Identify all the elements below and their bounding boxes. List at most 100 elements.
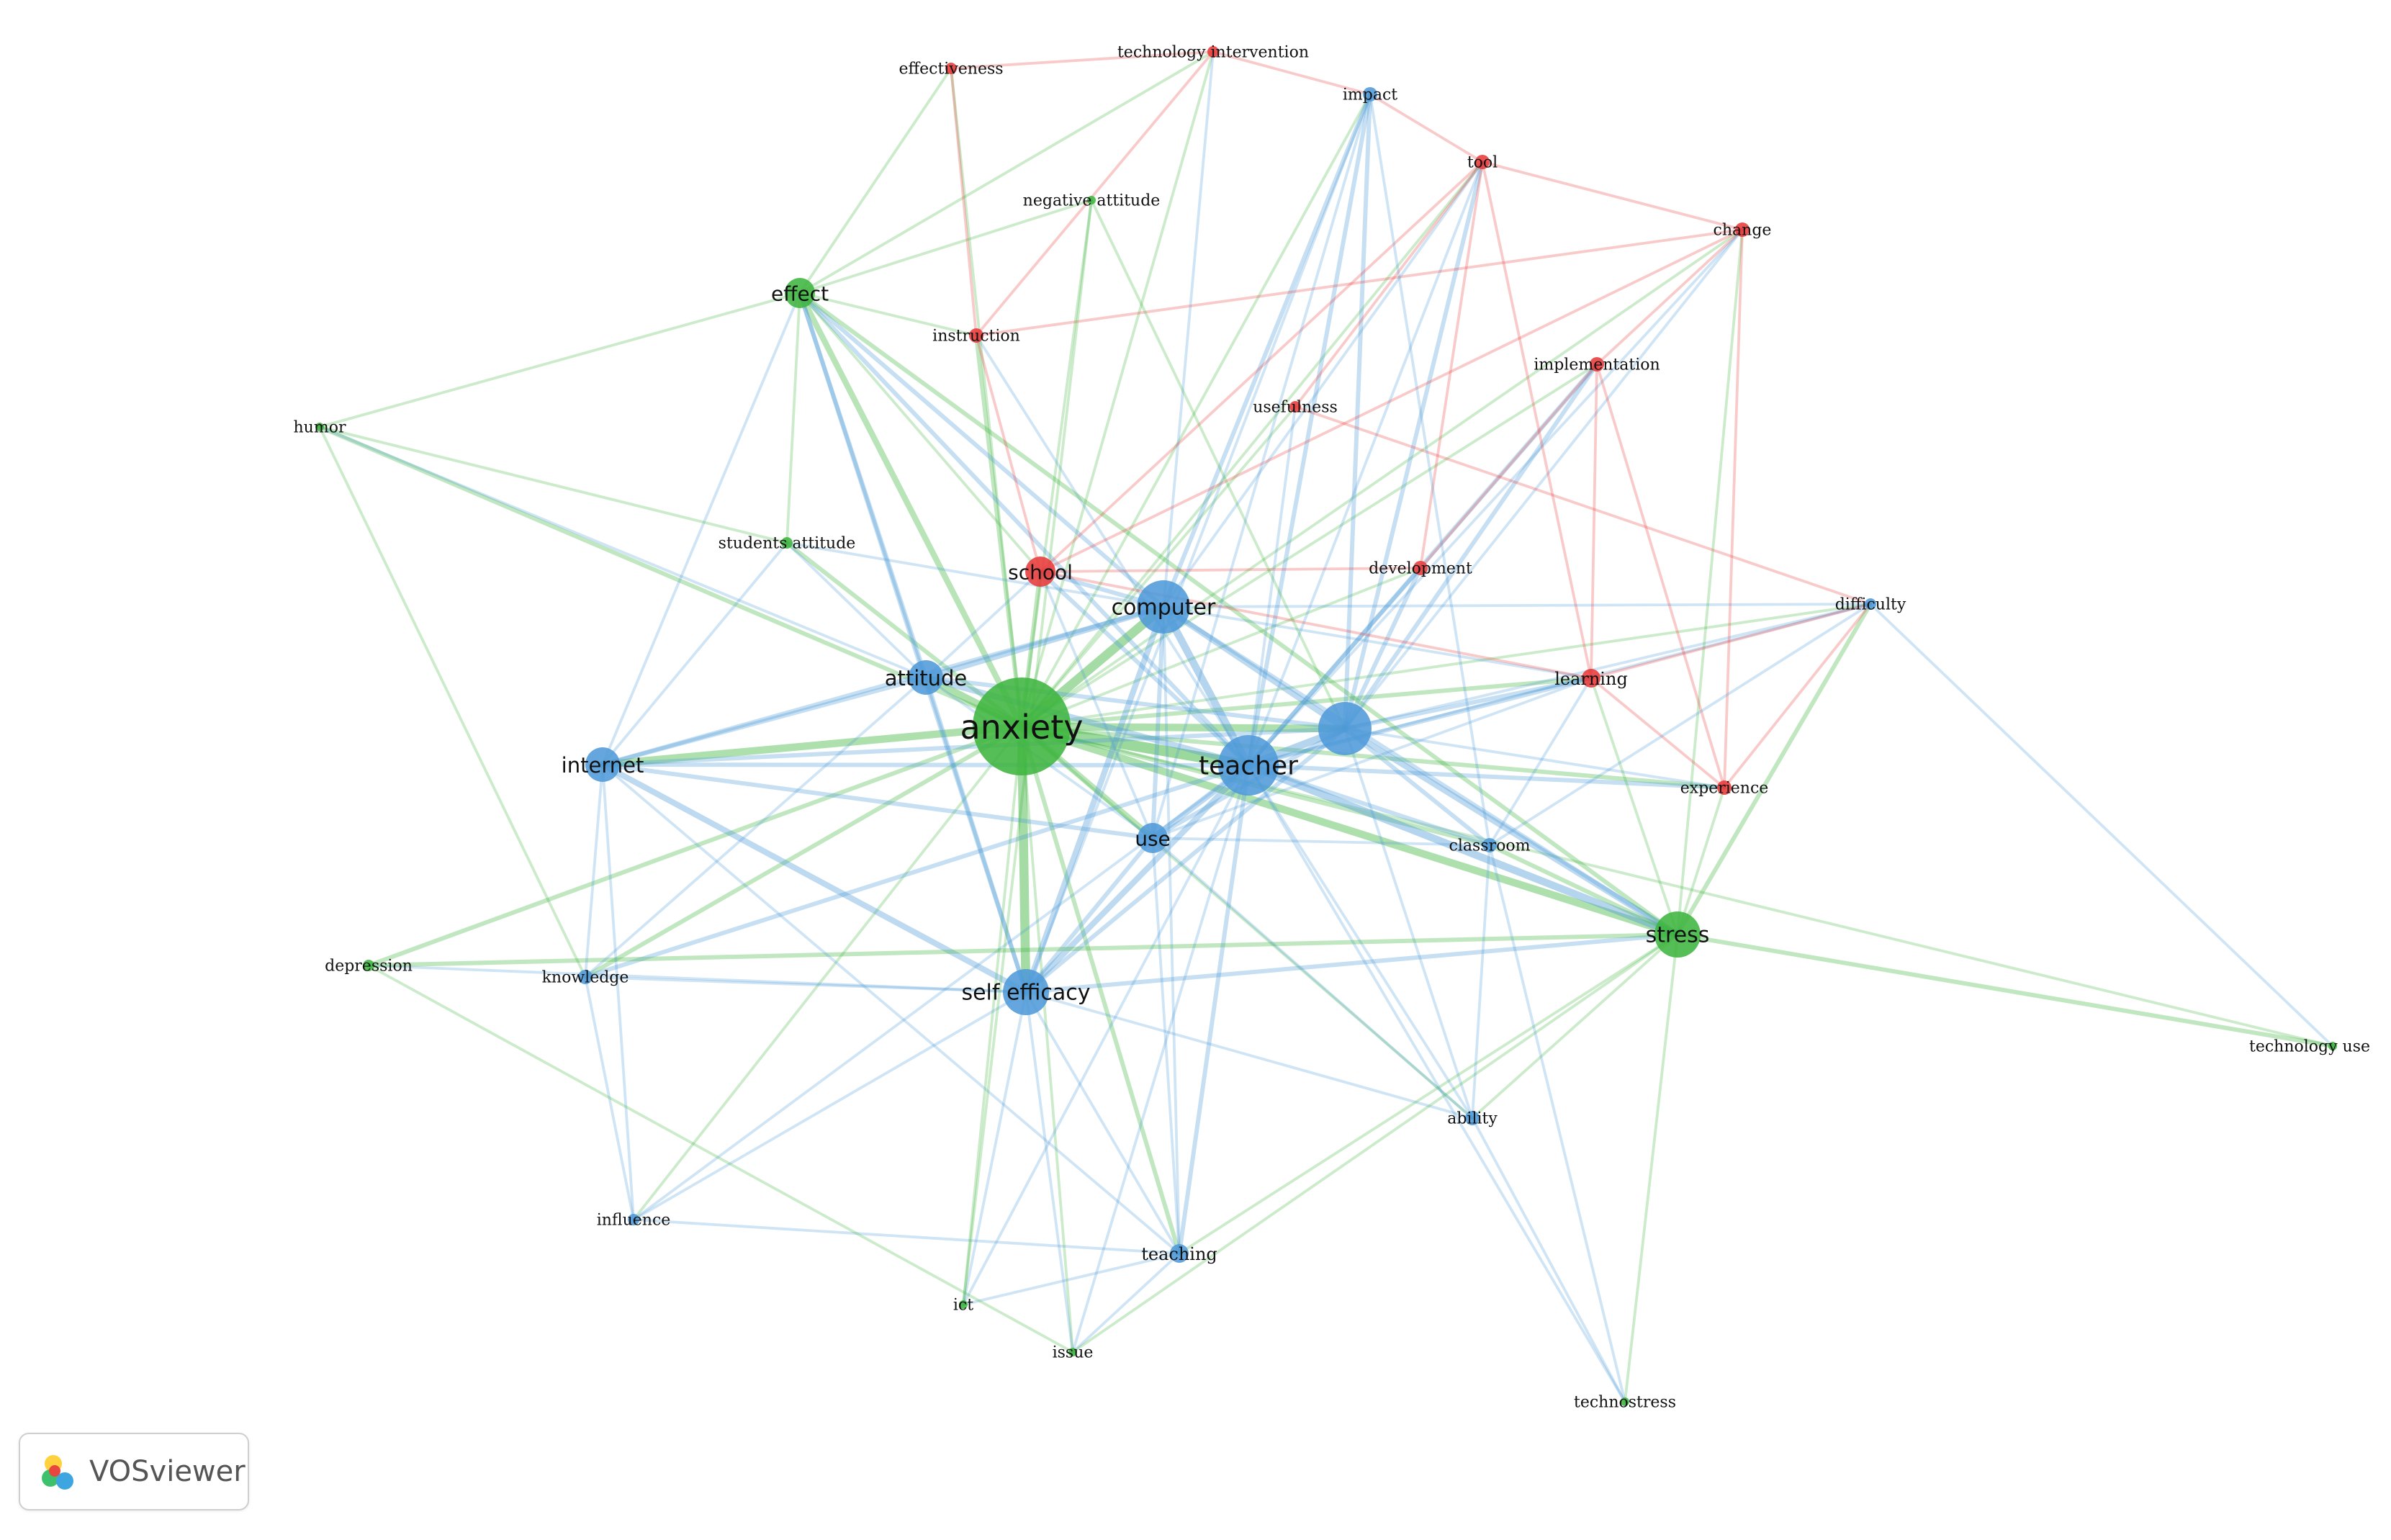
link-school-learning xyxy=(1039,570,1593,680)
node-technology[interactable] xyxy=(1318,702,1372,755)
link-stress-ability xyxy=(1471,933,1679,1120)
link-anxiety-experience xyxy=(1019,724,1726,790)
node-effectiveness[interactable] xyxy=(945,63,957,74)
link-internet-students_attitude xyxy=(601,541,788,766)
link-stress-difficulty xyxy=(1675,602,1873,937)
label-effectiveness: effectiveness xyxy=(899,60,1003,78)
node-tool[interactable] xyxy=(1475,155,1490,169)
link-use-classroom xyxy=(1151,837,1491,847)
link-anxiety-knowledge xyxy=(583,724,1024,979)
node-computer[interactable] xyxy=(1137,580,1190,634)
node-learning[interactable] xyxy=(1582,669,1600,688)
link-stress-change xyxy=(1676,228,1744,936)
node-difficulty[interactable] xyxy=(1865,598,1876,610)
link-teacher-impact xyxy=(1246,92,1372,767)
link-stress-effect xyxy=(798,291,1680,937)
link-stress-learning xyxy=(1590,677,1679,936)
label-computer: computer xyxy=(1112,595,1216,621)
node-experience[interactable] xyxy=(1717,780,1732,795)
node-knowledge[interactable] xyxy=(578,970,593,984)
node-negative-attitude[interactable] xyxy=(1087,196,1096,204)
link-learning-implementation xyxy=(1590,363,1598,680)
node-change[interactable] xyxy=(1735,222,1750,237)
link-teacher-development xyxy=(1246,566,1423,767)
label-difficulty: difficulty xyxy=(1835,596,1906,614)
link-technology-learning xyxy=(1343,676,1593,731)
link-technology-implementation xyxy=(1343,362,1599,731)
link-impact-classroom xyxy=(1369,93,1491,847)
link-teacher-classroom xyxy=(1246,763,1492,847)
node-humor[interactable] xyxy=(315,423,324,431)
node-ict[interactable] xyxy=(959,1300,968,1309)
link-anxiety-effect xyxy=(796,289,1025,730)
label-experience: experience xyxy=(1680,780,1769,798)
label-humor: humor xyxy=(294,419,346,437)
node-influence[interactable] xyxy=(628,1214,639,1225)
label-change: change xyxy=(1714,222,1772,240)
link-experience-difficulty xyxy=(1723,603,1872,789)
node-teaching[interactable] xyxy=(1170,1244,1189,1263)
label-ict: ict xyxy=(953,1297,973,1315)
link-computer-use xyxy=(1151,605,1166,840)
link-learning-tool xyxy=(1481,161,1593,680)
label-attitude: attitude xyxy=(885,666,968,690)
label-anxiety: anxiety xyxy=(960,708,1084,747)
link-stress-technology_use xyxy=(1675,932,2335,1048)
node-classroom[interactable] xyxy=(1482,838,1497,852)
vosviewer-badge[interactable]: VOSviewer xyxy=(19,1433,249,1510)
node-attitude[interactable] xyxy=(909,660,943,695)
node-technostress[interactable] xyxy=(1621,1397,1629,1406)
node-depression[interactable] xyxy=(363,960,374,971)
link-computer-effect xyxy=(798,291,1166,609)
node-issue[interactable] xyxy=(1068,1348,1077,1356)
link-teacher-attitude xyxy=(922,674,1252,769)
node-students-attitude[interactable] xyxy=(781,537,793,549)
node-instruction[interactable] xyxy=(969,328,983,343)
link-anxiety-difficulty xyxy=(1020,603,1872,728)
node-implementation[interactable] xyxy=(1590,357,1604,372)
node-effect[interactable] xyxy=(785,278,815,308)
link-anxiety-issue xyxy=(1020,725,1074,1354)
link-technology-classroom xyxy=(1343,726,1492,847)
link-anxiety-effectiveness xyxy=(950,67,1023,728)
link-effect-effectiveness xyxy=(798,67,953,294)
label-internet: internet xyxy=(562,753,644,778)
link-anxiety-stress xyxy=(1017,722,1682,939)
link-stress-teaching xyxy=(1178,933,1679,1255)
link-self_efficacy-influence xyxy=(632,991,1027,1221)
node-technology-use[interactable] xyxy=(2328,1042,2337,1050)
link-computer-technology xyxy=(1160,603,1348,732)
node-anxiety[interactable] xyxy=(973,677,1071,775)
link-knowledge-influence xyxy=(584,976,635,1221)
label-knowledge: knowledge xyxy=(542,969,629,987)
node-ability[interactable] xyxy=(1465,1111,1480,1125)
link-teacher-ict xyxy=(962,764,1250,1306)
link-teacher-instruction xyxy=(975,334,1250,767)
label-students-attitude: students attitude xyxy=(719,535,856,553)
link-use-ability xyxy=(1151,837,1474,1120)
node-self-efficacy[interactable] xyxy=(1003,969,1049,1015)
node-impact[interactable] xyxy=(1363,87,1377,102)
link-anxiety-internet xyxy=(598,722,1026,769)
node-usefulness[interactable] xyxy=(1289,401,1301,413)
link-computer-stress xyxy=(1161,605,1680,937)
link-technology-internet xyxy=(600,726,1347,767)
label-classroom: classroom xyxy=(1449,837,1531,855)
node-use[interactable] xyxy=(1138,823,1168,853)
link-self_efficacy-ability xyxy=(1025,991,1474,1120)
node-technology-intervention[interactable] xyxy=(1207,46,1219,58)
label-implementation: implementation xyxy=(1534,356,1660,374)
link-school-development xyxy=(1039,567,1422,573)
link-anxiety-change xyxy=(1020,228,1744,728)
node-stress[interactable] xyxy=(1654,911,1701,958)
node-teacher[interactable] xyxy=(1218,735,1279,796)
link-technology-self_efficacy xyxy=(1024,726,1347,994)
node-school[interactable] xyxy=(1025,557,1055,587)
link-stress-issue xyxy=(1071,933,1679,1354)
label-learning: learning xyxy=(1554,669,1628,689)
node-development[interactable] xyxy=(1413,561,1428,575)
link-teacher-stress xyxy=(1244,761,1682,939)
link-teacher-teaching xyxy=(1177,763,1251,1256)
node-internet[interactable] xyxy=(585,747,620,782)
